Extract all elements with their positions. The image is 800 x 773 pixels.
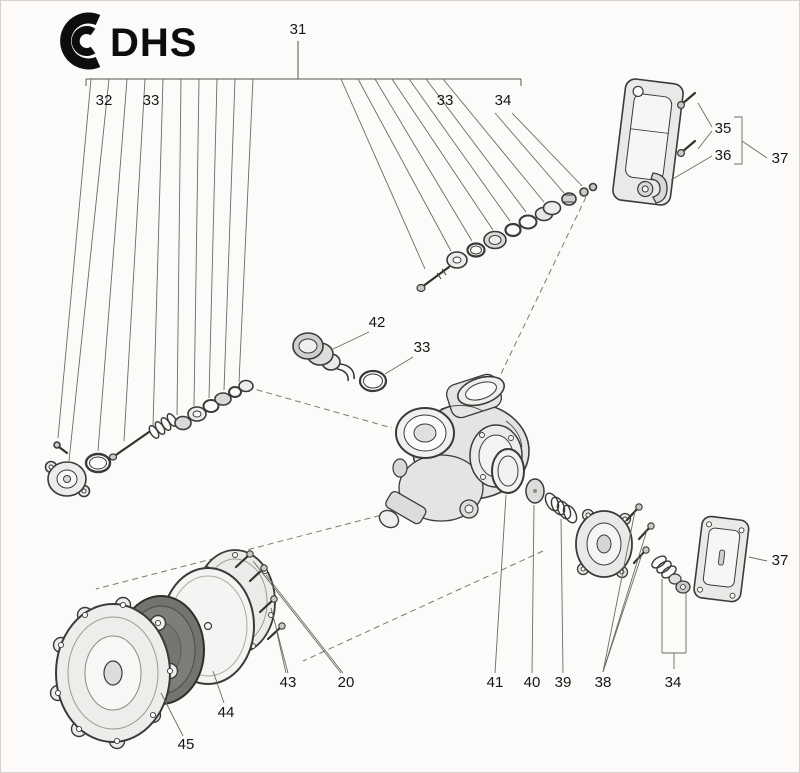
ball-icon <box>579 187 589 197</box>
screw-icon <box>676 91 697 109</box>
fitting-bore-icon <box>298 338 318 354</box>
leader-37-bottom <box>748 556 768 562</box>
part-label-33-mid: 33 <box>414 339 431 356</box>
end-cap-icon <box>575 508 633 579</box>
fan-lines-left <box>57 78 254 462</box>
right-chain-drawing <box>491 448 750 603</box>
plate-hole-icon <box>632 85 644 98</box>
body-top-port-icon <box>457 375 505 407</box>
leaders-34-top <box>494 112 583 194</box>
o-ring-icon <box>84 452 112 474</box>
leaders-bottom-center <box>494 494 687 674</box>
o-ring-icon <box>466 242 486 258</box>
leader-33-mid <box>384 356 414 375</box>
leaders-35-36-37 <box>670 102 768 181</box>
part-label-33-left: 33 <box>143 92 160 109</box>
screw-icon <box>234 550 254 569</box>
grommet-icon <box>668 573 691 594</box>
fan-lines-right <box>340 78 545 270</box>
retaining-ring-icon <box>518 214 538 230</box>
mounting-plate-bottom-icon <box>693 515 750 603</box>
mounting-plate-top-drawing <box>612 78 697 206</box>
screw-icon <box>266 622 286 641</box>
valve-pin-icon <box>108 430 151 461</box>
part-label-37-top: 37 <box>772 150 789 167</box>
ball-icon <box>588 182 598 192</box>
dhs-logo-inner-crescent-icon <box>71 26 96 56</box>
screw-icon <box>625 503 643 522</box>
part-label-36: 36 <box>715 147 732 164</box>
diaphragm-assembly-drawing <box>49 549 286 750</box>
diaphragm-disc-icon <box>491 448 525 494</box>
body-small-port-icon <box>392 458 408 478</box>
o-ring-icon <box>358 369 388 393</box>
bushing-icon <box>534 200 562 222</box>
seal-stack-icons <box>174 379 254 431</box>
retainer-clip-icon <box>650 172 668 204</box>
part-label-39: 39 <box>555 674 572 691</box>
fork-clip-icon <box>336 363 355 382</box>
diaphragm-cover-icon <box>49 596 179 750</box>
part-label-33-right: 33 <box>437 92 454 109</box>
small-screw-head-icon <box>53 441 61 449</box>
screw-icon <box>632 546 650 565</box>
body-bottom-pipe-icon <box>378 491 427 529</box>
leaders-bottom-left <box>160 560 344 737</box>
plate-boss-hole-icon <box>641 185 649 193</box>
part-label-35: 35 <box>715 120 732 137</box>
part-label-44: 44 <box>218 704 235 721</box>
body-boss-hole-icon <box>464 504 474 514</box>
part-label-43: 43 <box>280 674 297 691</box>
upper-right-seal-chain-drawing <box>416 182 598 293</box>
o-ring-icon <box>504 222 522 238</box>
part-label-31: 31 <box>290 21 307 38</box>
group-31-bracket: 31 <box>57 21 545 462</box>
part-label-32: 32 <box>96 92 113 109</box>
dhs-logo-outer-crescent-icon <box>60 12 101 70</box>
leader-42 <box>330 331 370 351</box>
part-label-34-top: 34 <box>495 92 512 109</box>
part-label-34-bottom: 34 <box>665 674 682 691</box>
mounting-plate-recess-icon <box>625 93 673 181</box>
support-disc-icon <box>525 478 545 504</box>
screw-icon <box>258 595 278 614</box>
part-label-20: 20 <box>338 674 355 691</box>
small-screw-icon <box>57 445 69 455</box>
flanged-cap-icon <box>44 460 91 498</box>
part-label-37-bottom: 37 <box>772 552 789 569</box>
cap-nut-icon <box>561 192 577 206</box>
dhs-logo: DHS <box>60 12 197 70</box>
left-seal-chain-drawing <box>44 379 254 498</box>
screw-icon <box>676 139 697 158</box>
part-label-45: 45 <box>178 736 195 753</box>
cup-seal-icon <box>483 230 507 250</box>
part-label-42: 42 <box>369 314 386 331</box>
part-label-40: 40 <box>524 674 541 691</box>
spring-icon <box>544 492 578 524</box>
dhs-logo-text: DHS <box>110 21 197 65</box>
part-label-38: 38 <box>595 674 612 691</box>
assembly-axis-dashed-lines <box>95 196 587 662</box>
body-left-port-icon <box>395 407 455 459</box>
part-label-41: 41 <box>487 674 504 691</box>
body-detail-lines <box>440 405 523 448</box>
small-spring-icon <box>148 413 178 439</box>
washer-hole-icon <box>452 256 462 264</box>
bolt-icon <box>416 265 451 293</box>
plate-detail-line <box>630 128 669 134</box>
screw-icon <box>637 522 655 541</box>
middle-fitting-drawing <box>292 332 388 393</box>
